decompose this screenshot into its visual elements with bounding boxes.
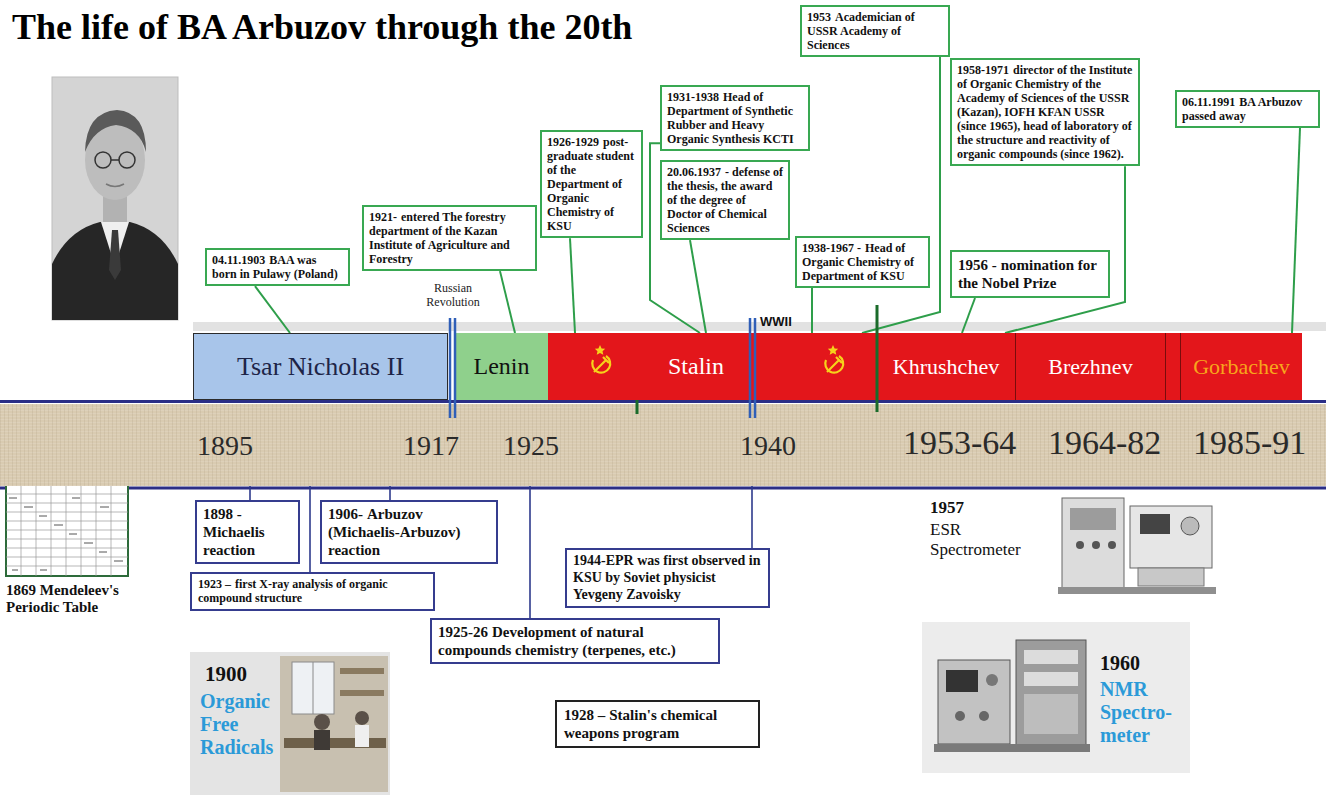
leader-line xyxy=(690,240,706,333)
event-date: 1925-26 xyxy=(438,624,488,640)
event-text: director of the Institute of Organic Che… xyxy=(957,63,1132,161)
milestone-box: 1923 –first X-ray analysis of organic co… xyxy=(190,572,435,611)
note-label: Organic Free Radicals xyxy=(200,690,280,759)
note-label: 1869 Mendeleev's Periodic Table xyxy=(6,582,171,617)
event-box: 1958-1971director of the Institute of Or… xyxy=(950,58,1140,166)
event-date: 1898 - xyxy=(203,506,242,522)
event-box: 1953Academician of USSR Academy of Scien… xyxy=(800,5,950,57)
era-band: Lenin xyxy=(455,333,548,400)
era-name: Stalin xyxy=(668,353,724,380)
leader-line xyxy=(962,298,975,333)
note-label: WWII xyxy=(760,315,792,330)
note-label: 1900 xyxy=(205,662,247,686)
diagram-title: The life of BA Arbuzov through the 20th xyxy=(12,6,632,48)
year-label: 1925 xyxy=(503,430,559,462)
event-date: 1921- xyxy=(369,210,397,224)
event-date: 1928 – xyxy=(564,707,605,723)
leader-line xyxy=(389,486,391,500)
era-name: Lenin xyxy=(474,353,530,380)
event-box: 20.06.1937- defense of the thesis, the a… xyxy=(660,160,790,240)
leader-line xyxy=(500,271,515,333)
era-band: Khrushchev xyxy=(877,333,1015,400)
era-name: Brezhnev xyxy=(1048,354,1132,380)
event-date: 06.11.1991 xyxy=(1182,95,1235,109)
event-date: 1926-1929 xyxy=(547,135,599,149)
year-strip: 1895 1917 1925 1940 1953-64 1964-82 1985-91 xyxy=(0,404,1326,486)
event-date: 04.11.1903 xyxy=(212,253,265,267)
year-label: 1895 xyxy=(197,430,253,462)
milestone-box: 1925-26Development of natural compounds … xyxy=(430,618,720,664)
year-label: 1985-91 xyxy=(1193,424,1306,462)
era-band: Stalin xyxy=(548,333,877,400)
era-band: Gorbachev xyxy=(1180,333,1302,400)
event-date: 1956 - xyxy=(958,257,997,273)
event-text: post-graduate student of the Department … xyxy=(547,135,634,233)
leader-line xyxy=(529,486,531,618)
event-box: 1931-1938Head of Department of Synthetic… xyxy=(660,85,810,151)
event-box: 1926-1929post-graduate student of the De… xyxy=(540,130,643,238)
note-label: 1960 xyxy=(1100,652,1140,675)
note-label: 1957 xyxy=(930,498,964,518)
leader-line xyxy=(1292,128,1300,333)
year-label: 1964-82 xyxy=(1048,424,1161,462)
era-band: Tsar Nicholas II xyxy=(193,333,448,400)
event-date: 1944- xyxy=(573,553,606,568)
year-label: 1917 xyxy=(403,430,459,462)
leader-line xyxy=(249,486,251,500)
leader-line xyxy=(811,288,813,333)
leader-line xyxy=(751,486,753,548)
free-radicals-photo xyxy=(190,652,390,795)
event-box: 1938-1967 -Head of Organic Chemistry of … xyxy=(795,236,930,288)
event-date: 20.06.1937 xyxy=(667,165,721,179)
event-box: 1956 -nomination for the Nobel Prize xyxy=(950,250,1110,298)
note-label: Russian Revolution xyxy=(420,282,486,310)
milestone-box: 1906-Arbuzov (Michaelis-Arbuzov) reactio… xyxy=(320,500,498,564)
event-date: 1958-1971 xyxy=(957,63,1009,77)
era-band: Brezhnev xyxy=(1015,333,1165,400)
event-date: 1938-1967 - xyxy=(802,241,861,255)
event-date: 1923 – xyxy=(198,577,231,591)
leader-line xyxy=(309,486,311,572)
leader-line xyxy=(862,57,940,333)
leader-line xyxy=(570,238,575,333)
era-name: Gorbachev xyxy=(1193,354,1290,380)
portrait-photo xyxy=(52,77,178,320)
note-label: NMR Spectro-meter xyxy=(1100,678,1185,747)
milestone-box: 1944-EPR was first observed in KSU by So… xyxy=(565,548,770,608)
event-box: 06.11.1991BA Arbuzov passed away xyxy=(1175,90,1320,128)
event-date: 1953 xyxy=(807,10,831,24)
leader-line xyxy=(255,286,290,333)
esr-spectrometer-image xyxy=(1058,498,1216,594)
timeline-rails xyxy=(0,322,1326,488)
note-label: ESR Spectrometer xyxy=(930,520,1040,559)
year-label: 1953-64 xyxy=(903,424,1016,462)
event-box: 04.11.1903BAA was born in Pulawy (Poland… xyxy=(205,248,350,286)
event-text: Michaelis reaction xyxy=(203,524,265,558)
era-name: Tsar Nicholas II xyxy=(237,352,404,382)
periodic-table-image xyxy=(6,484,128,576)
milestone-box: 1898 - Michaelis reaction xyxy=(195,500,300,564)
event-box: 1921-entered The forestry department of … xyxy=(362,205,537,271)
note-box: 1928 –Stalin's chemical weapons program xyxy=(555,700,760,748)
nmr-spectrometer-image xyxy=(922,622,1190,773)
era-name: Khrushchev xyxy=(893,354,999,380)
event-date: 1906- xyxy=(328,506,363,522)
year-label: 1940 xyxy=(740,430,796,462)
event-date: 1931-1938 xyxy=(667,90,719,104)
